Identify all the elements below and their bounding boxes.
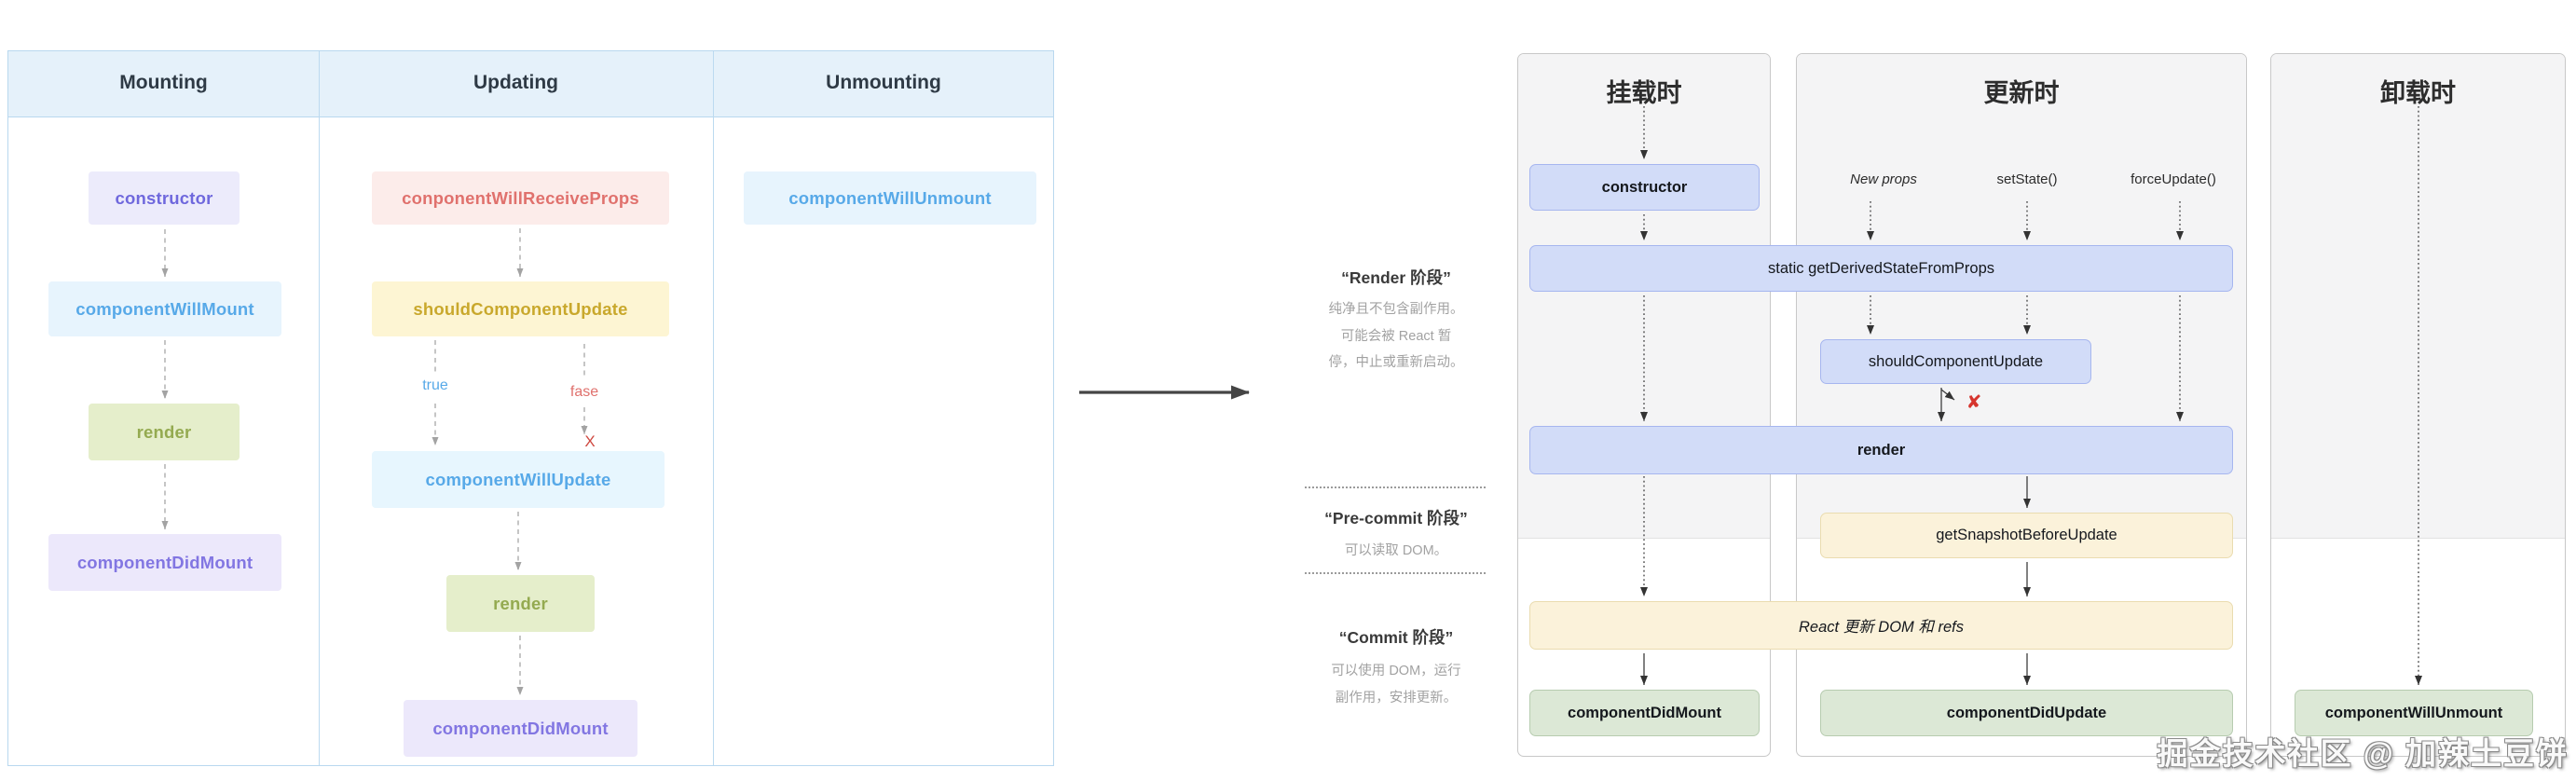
legacy-box-componentwillupdate: componentWillUpdate xyxy=(372,451,665,508)
trigger-setstate: setState() xyxy=(1996,171,2058,187)
render-phase-desc-line2: 可能会被 React 暂 xyxy=(1340,328,1452,344)
column-header-unmounting: Unmounting xyxy=(826,72,941,93)
commit-phase-title: “Commit 阶段” xyxy=(1338,628,1454,647)
commit-phase-desc-line2: 副作用，安排更新。 xyxy=(1335,690,1458,706)
legacy-box-constructor: constructor xyxy=(89,171,240,225)
render-phase-desc: 纯净且不包含副作用。 可能会被 React 暂 停，中止或重新启动。 xyxy=(1292,296,1500,377)
mount-panel-title: 挂载时 xyxy=(1606,79,1682,107)
modern-box-getderivedstatefromprops: static getDerivedStateFromProps xyxy=(1529,245,2233,292)
render-phase-desc-line1: 纯净且不包含副作用。 xyxy=(1328,302,1464,317)
blocked-x-icon: X xyxy=(584,432,596,450)
legacy-box-componentwillreceiveprops: conponentWillReceiveProps xyxy=(372,171,669,225)
modern-box-constructor: constructor xyxy=(1529,164,1760,211)
update-panel: 更新时 xyxy=(1796,53,2247,757)
legacy-box-render-updating: render xyxy=(446,575,595,632)
legacy-box-componentwillmount: componentWillMount xyxy=(48,281,281,336)
legacy-box-shouldcomponentupdate: shouldComponentUpdate xyxy=(372,281,669,336)
phase-divider xyxy=(1305,486,1486,488)
column-divider xyxy=(713,51,714,765)
column-header-updating: Updating xyxy=(473,72,558,93)
commit-phase-desc-line1: 可以使用 DOM，运行 xyxy=(1331,664,1461,678)
trigger-new-props: New props xyxy=(1850,171,1917,187)
modern-box-componentdidmount: componentDidMount xyxy=(1529,690,1760,736)
modern-box-getsnapshotbeforeupdate: getSnapshotBeforeUpdate xyxy=(1820,513,2233,558)
modern-box-react-updates-dom: React 更新 DOM 和 refs xyxy=(1529,601,2233,650)
modern-box-componentwillunmount: componentWillUnmount xyxy=(2295,690,2533,736)
phase-divider xyxy=(1305,572,1486,574)
update-panel-title: 更新时 xyxy=(1983,79,2060,107)
render-phase-region xyxy=(2271,54,2565,539)
column-header-mounting: Mounting xyxy=(119,72,208,93)
modern-box-shouldcomponentupdate: shouldComponentUpdate xyxy=(1820,339,2091,384)
commit-phase-desc: 可以使用 DOM，运行 副作用，安排更新。 xyxy=(1292,658,1500,711)
column-divider xyxy=(319,51,320,765)
legacy-box-componentdidmount-mounting: componentDidMount xyxy=(48,534,281,591)
legacy-box-render-mounting: render xyxy=(89,404,240,460)
trigger-forceupdate: forceUpdate() xyxy=(2131,171,2216,187)
render-phase-desc-line3: 停，中止或重新启动。 xyxy=(1328,355,1464,370)
legacy-box-componentwillunmount: componentWillUnmount xyxy=(744,171,1036,225)
branch-label-false: fase xyxy=(569,384,599,400)
modern-box-componentdidupdate: componentDidUpdate xyxy=(1820,690,2233,736)
branch-label-true: true xyxy=(422,377,448,393)
unmount-panel-title: 卸载时 xyxy=(2380,79,2456,107)
modern-box-render: render xyxy=(1529,426,2233,474)
pre-commit-phase-desc: 可以读取 DOM。 xyxy=(1344,543,1448,558)
mount-panel: 挂载时 xyxy=(1517,53,1771,757)
legacy-box-componentdidmount-updating: componentDidMount xyxy=(404,700,637,757)
unmount-panel: 卸载时 xyxy=(2270,53,2566,757)
watermark: 掘金技术社区 @ 加辣土豆饼 xyxy=(2157,736,2569,771)
blocked-x-icon: ✘ xyxy=(1966,392,1982,413)
render-phase-title: “Render 阶段” xyxy=(1341,268,1451,287)
pre-commit-phase-title: “Pre-commit 阶段” xyxy=(1324,509,1468,528)
legacy-table-header-row xyxy=(8,51,1053,117)
